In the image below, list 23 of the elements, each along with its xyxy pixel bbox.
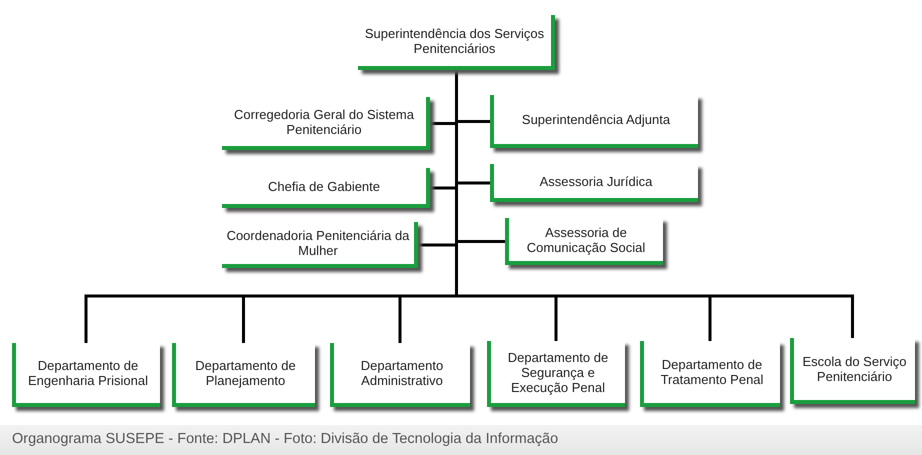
unit-name: Chefia de Gabiente [268, 178, 380, 194]
unit-name: Assessoria Jurídica [540, 174, 652, 188]
org-unit-box [172, 343, 315, 407]
unit-name: Departamento de Planejamento [194, 358, 297, 388]
org-unit-box [487, 341, 625, 407]
unit-name: Departamento Administrativo [360, 358, 444, 388]
unit-name: Escola do Serviço Penitenciário [801, 354, 908, 384]
unit-name: Superintendência Adjunta [522, 112, 670, 127]
unit-name: Coordenadoria Penitenciária da Mulher [226, 228, 410, 258]
unit-name: Corregedoria Geral do Sistema Penitenciário [233, 106, 415, 136]
org-unit-box [640, 341, 780, 407]
org-unit-box [12, 343, 160, 407]
org-unit-box [490, 95, 698, 148]
unit-name: Assessoria de Comunicação Social [526, 224, 646, 254]
unit-name: Departamento de Engenharia Prisional [27, 358, 149, 388]
org-unit-box [505, 218, 663, 265]
org-unit-box [330, 343, 470, 407]
org-unit-box [490, 164, 698, 202]
unit-name: Departamento de Tratamento Penal [660, 357, 764, 387]
unit-name: Superintendência dos Serviços Penitenciários [364, 26, 546, 56]
org-unit-box [790, 338, 915, 404]
unit-name: Departamento de Segurança e Execução Penal [506, 350, 610, 394]
caption: Organograma SUSEPE - Fonte: DPLAN - Foto: Divisão de Tecnologia da Informação [12, 431, 558, 447]
